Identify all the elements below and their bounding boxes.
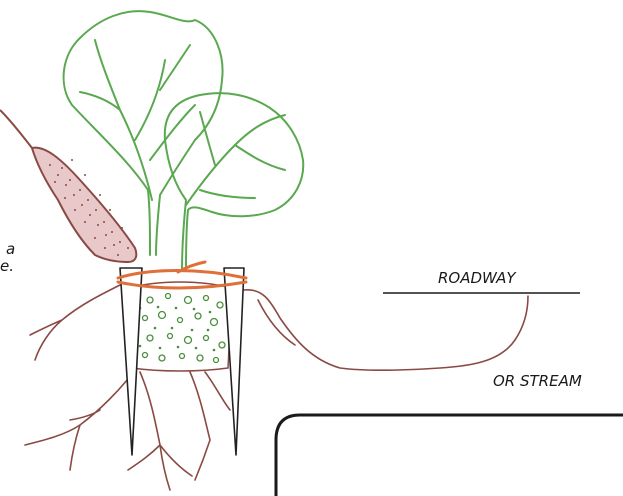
right-leaf-vein: [186, 112, 285, 205]
syringe-drawing: [0, 110, 136, 262]
roadway-label: ROADWAY: [438, 269, 517, 287]
info-box-frame: [276, 415, 623, 496]
root-ball: [128, 282, 232, 371]
syringe-body: [32, 148, 136, 262]
fragment-text-2: e.: [0, 257, 14, 275]
stream-label: OR STREAM: [493, 372, 582, 390]
fragment-text-1: a: [6, 240, 15, 258]
syringe-line: [0, 110, 32, 148]
right-leaf-outline: [165, 93, 303, 270]
